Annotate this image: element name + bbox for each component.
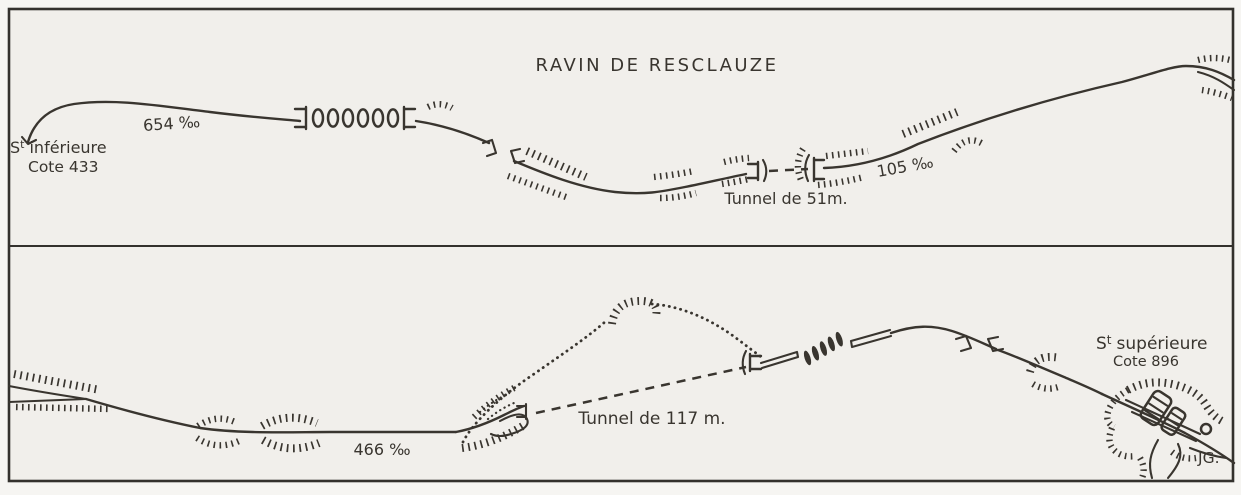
upper-station-elevation: Cote 896 [1113,354,1179,370]
tunnel-117-bore [535,365,747,415]
dotted-surface-path [461,296,766,444]
water-tank-circle [1199,422,1213,436]
tunnel-51-label: Tunnel de 51m. [723,189,847,208]
descent-cutting-hatches [506,147,750,202]
track-descent-dip [512,159,748,195]
station-access-paths [1148,438,1228,480]
tunnel-117-upper-portal-viaduct [741,328,893,376]
gradient-label-466: 466 ‰ [353,440,410,459]
track-lower-to-viaduct [26,100,302,144]
track-final-descent [996,348,1104,396]
climb-cutting-hatches [901,54,1234,154]
track-after-viaduct [414,119,491,145]
left-edge-cutting [7,370,113,413]
signature: JG. [1197,449,1220,467]
station-building-1 [1139,389,1173,427]
tunnel-51-drawing [746,147,869,189]
track-climb-right [822,64,1236,170]
tunnel-117-label: Tunnel de 117 m. [577,409,725,429]
track-fork-right-edge [1196,70,1236,92]
lower-station-elevation: Cote 433 [28,158,98,176]
upper-station-complex [1100,378,1236,480]
gradient-label-654: 654 ‰ [142,112,200,135]
viaduct-upper [293,101,454,131]
viaduct-piers [803,331,843,366]
plan-title: RAVIN DE RESCLAUZE [536,55,779,76]
lower-station-marker [20,135,38,146]
track-crest [889,325,998,351]
station-tracks [1124,398,1202,443]
